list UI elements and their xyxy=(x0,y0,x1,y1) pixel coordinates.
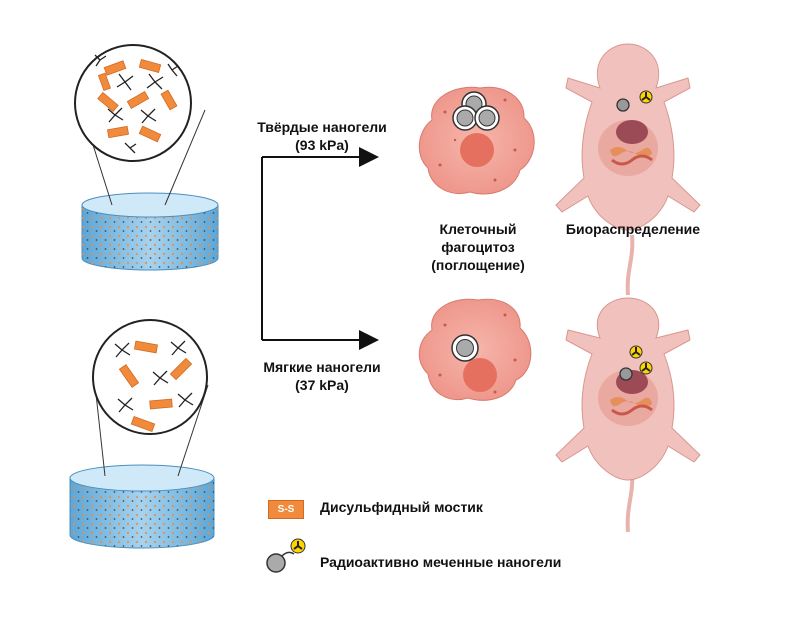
cell-hard-uptake xyxy=(418,86,535,195)
ss-legend-badge: S-S xyxy=(268,500,304,519)
radiolabeled-legend-text: Радиоактивно меченные наногели xyxy=(320,554,562,570)
hard-nanogels-title: Твёрдые наногели xyxy=(257,119,387,135)
soft-nanogels-modulus: (37 kPa) xyxy=(295,377,349,393)
phagocytosis-label: Клеточный фагоцитоз (поглощение) xyxy=(410,220,546,274)
biodistribution-label: Биораспределение xyxy=(565,221,701,237)
soft-gel-zoom-circle xyxy=(92,319,208,435)
soft-nanogels-title: Мягкие наногели xyxy=(263,359,381,375)
soft-gel-cylinder xyxy=(69,464,215,549)
branch-arrows xyxy=(261,147,379,350)
nucleus xyxy=(460,133,494,167)
mouse-soft-biodistribution xyxy=(555,297,701,533)
mouse-hard-biodistribution xyxy=(555,43,701,296)
radiolabel-legend-icon xyxy=(266,538,306,573)
hard-gel-zoom-circle xyxy=(74,44,192,162)
cell-soft-uptake xyxy=(418,298,532,401)
zoom-line-right xyxy=(164,109,206,206)
hard-gel-cylinder xyxy=(81,192,219,271)
zoom-line-left-2 xyxy=(94,384,106,477)
disulfide-legend-text: Дисульфидный мостик xyxy=(320,499,483,515)
phagocytosis-line-1: Клеточный xyxy=(439,221,517,237)
hard-nanogels-label: Твёрдые наногели (93 kPa) xyxy=(232,118,412,154)
soft-nanogels-label: Мягкие наногели (37 kPa) xyxy=(232,358,412,394)
nucleus xyxy=(463,358,497,392)
phagocytosis-line-3: (поглощение) xyxy=(431,257,525,273)
hard-nanogels-modulus: (93 kPa) xyxy=(295,137,349,153)
phagocytosis-line-2: фагоцитоз xyxy=(441,239,515,255)
